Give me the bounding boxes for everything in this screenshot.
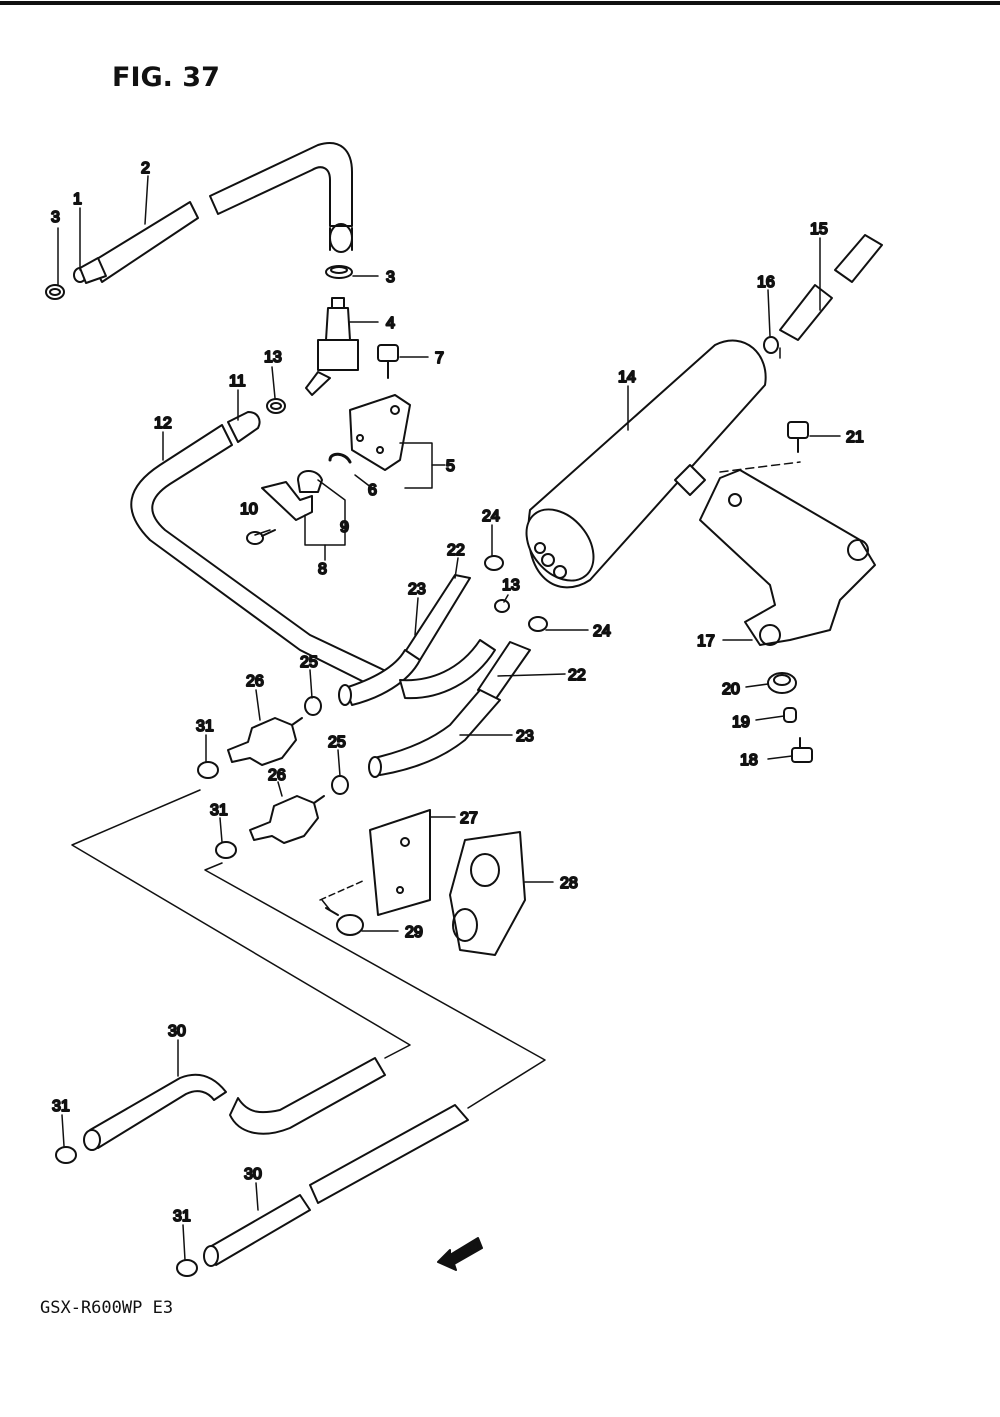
callout-5: 5 (446, 458, 455, 475)
callout-22: 22 (568, 667, 586, 684)
block-part-28 (449, 831, 526, 956)
callout-30: 30 (168, 1023, 186, 1040)
hose-part-23-top (338, 639, 496, 706)
clamp-part-3-left (45, 284, 65, 300)
callout-21: 21 (846, 429, 864, 446)
bolt-part-7 (377, 344, 399, 379)
bracket-part-5 (349, 394, 411, 471)
callout-17: 17 (697, 633, 715, 650)
callout-8: 8 (318, 561, 327, 578)
callout-3: 3 (386, 269, 395, 286)
callout-3: 3 (51, 209, 60, 226)
callout-23: 23 (408, 581, 426, 598)
clamp-part-25-bottom (331, 775, 349, 795)
callout-20: 20 (722, 681, 740, 698)
clamp-part-13-mid (494, 599, 510, 613)
clamp-part-31-mid-top (197, 761, 219, 779)
bolt-part-29 (325, 907, 364, 936)
callout-labels: 1 2 3 3 4 5 6 7 8 9 10 11 12 13 13 14 15… (50, 159, 865, 1226)
callout-22: 22 (447, 542, 465, 559)
hose-part-12 (130, 411, 389, 691)
callout-6: 6 (368, 482, 377, 499)
collar-part-19 (783, 707, 797, 723)
clip-part-6 (328, 452, 352, 464)
clamp-part-24-top (484, 555, 504, 571)
filter-part-26-top (227, 717, 303, 766)
callout-30: 30 (244, 1166, 262, 1183)
callout-7: 7 (435, 350, 444, 367)
screw-part-10 (246, 529, 276, 545)
callout-29: 29 (405, 924, 423, 941)
callout-31: 31 (196, 718, 214, 735)
callout-2: 2 (141, 160, 150, 177)
clamp-part-3-middle (325, 265, 353, 279)
filter-part-26-bottom (249, 795, 325, 844)
callout-31: 31 (210, 802, 228, 819)
clamp-part-31-bottom-lower (176, 1259, 198, 1277)
model-code: GSX-R600WP E3 (40, 1298, 174, 1318)
callout-25: 25 (328, 734, 346, 751)
callout-26: 26 (268, 767, 286, 784)
callout-brackets (254, 442, 446, 561)
callout-25: 25 (300, 654, 318, 671)
grommet-part-20 (767, 672, 797, 694)
callout-1: 1 (73, 191, 82, 208)
routing-lines (71, 347, 801, 1109)
clamp-part-25-top (304, 696, 322, 716)
clamp-part-31-mid-bottom (215, 841, 237, 859)
callout-26: 26 (246, 673, 264, 690)
hose-part-2 (91, 142, 353, 283)
callout-23: 23 (516, 728, 534, 745)
clamp-part-16 (763, 336, 779, 354)
hose-part-30-lower (203, 1104, 469, 1267)
callout-31: 31 (52, 1098, 70, 1115)
callout-4: 4 (386, 315, 395, 332)
callout-13: 13 (502, 577, 520, 594)
bolt-part-18 (791, 737, 813, 763)
callout-15: 15 (810, 221, 828, 238)
fwd-arrow-icon: FWD (437, 1237, 483, 1271)
clamp-part-31-bottom-upper (55, 1146, 77, 1164)
callout-28: 28 (560, 875, 578, 892)
callout-27: 27 (460, 810, 478, 827)
callout-16: 16 (757, 274, 775, 291)
callout-9: 9 (340, 519, 349, 536)
bolt-part-21 (787, 421, 809, 453)
callout-24: 24 (593, 623, 611, 640)
hose-part-15 (779, 234, 883, 341)
bracket-part-17 (699, 469, 876, 646)
leader-lines (57, 175, 841, 1261)
callout-24: 24 (482, 508, 500, 525)
bracket-part-27 (369, 809, 431, 916)
hose-part-30-upper (83, 1057, 386, 1151)
canister-part-14 (525, 339, 767, 589)
clamp-part-8-9 (261, 470, 323, 521)
callout-14: 14 (618, 369, 636, 386)
callout-10: 10 (240, 501, 258, 518)
clamp-part-24-bottom (528, 616, 548, 632)
valve-part-4 (305, 297, 359, 396)
callout-13: 13 (264, 349, 282, 366)
callout-19: 19 (732, 714, 750, 731)
callout-31: 31 (173, 1208, 191, 1225)
callout-12: 12 (154, 415, 172, 432)
figure-title: FIG. 37 (112, 62, 220, 93)
clamp-part-13-top (266, 398, 286, 414)
hose-part-23-bottom (368, 689, 501, 778)
callout-11: 11 (229, 373, 246, 390)
callout-18: 18 (740, 752, 758, 769)
